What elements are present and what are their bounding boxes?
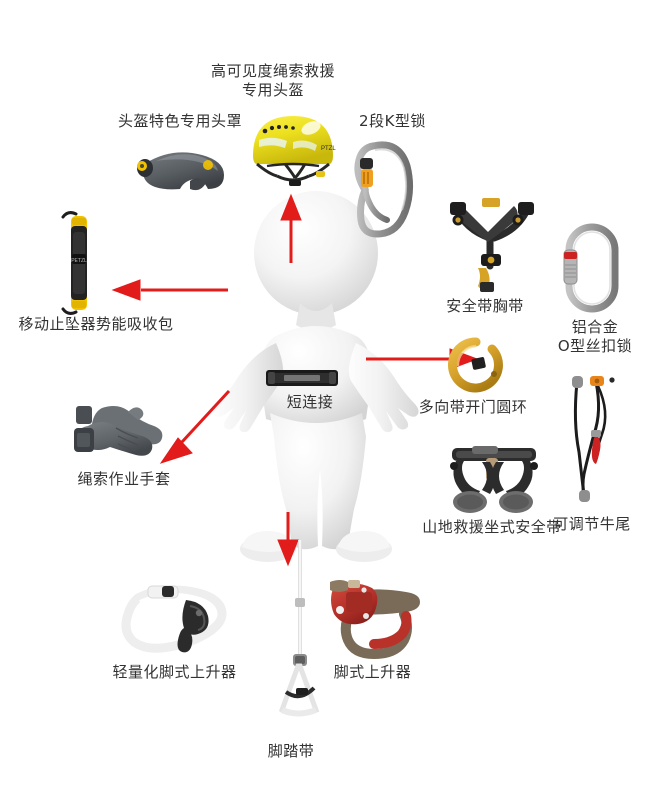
label-chest-harness: 安全带胸带 xyxy=(446,297,524,315)
label-k-lock: 2段K型锁 xyxy=(359,112,426,130)
label-open-ring: 多向带开门圆环 xyxy=(418,398,528,416)
label-cows-tail: 可调节牛尾 xyxy=(553,515,631,533)
label-sit-harness: 山地救援坐式安全带 xyxy=(422,518,562,536)
mobile-fall-arrester-energy-absorber: PETZL xyxy=(58,208,100,318)
mountain-rescue-sit-harness xyxy=(442,444,546,516)
label-o-ring-lock: 铝合金 O型丝扣锁 xyxy=(557,318,633,355)
svg-text:PETZL: PETZL xyxy=(71,258,87,264)
chest-harness xyxy=(440,196,544,296)
label-helmet: 高可见度绳索救援 专用头盔 xyxy=(210,62,335,99)
short-connector-belt-device xyxy=(266,368,338,388)
adjustable-cows-tail-lanyard xyxy=(568,372,620,504)
foot-loop-etrier xyxy=(272,540,328,730)
label-visor: 头盔特色专用头罩 xyxy=(117,112,242,130)
lightweight-foot-ascender xyxy=(120,580,232,656)
rope-work-gloves xyxy=(72,400,176,472)
label-shock-pack: 移动止坠器势能吸收包 xyxy=(18,315,174,333)
helmet-visor xyxy=(130,141,226,203)
svg-text:PTZL: PTZL xyxy=(321,146,336,152)
label-gloves: 绳索作业手套 xyxy=(77,470,171,488)
high-visibility-rescue-helmet: PTZL xyxy=(245,108,341,190)
two-stage-k-lock-carabiner xyxy=(353,136,415,240)
label-foot-loop: 脚踏带 xyxy=(267,742,315,760)
label-foot-ascender: 脚式上升器 xyxy=(333,663,412,681)
multi-directional-gated-ring xyxy=(444,336,508,394)
aluminum-o-screw-lock-carabiner xyxy=(560,218,624,318)
label-short-link: 短连接 xyxy=(286,393,334,411)
foot-ascender xyxy=(322,578,426,660)
label-light-foot-ascender: 轻量化脚式上升器 xyxy=(112,663,237,681)
